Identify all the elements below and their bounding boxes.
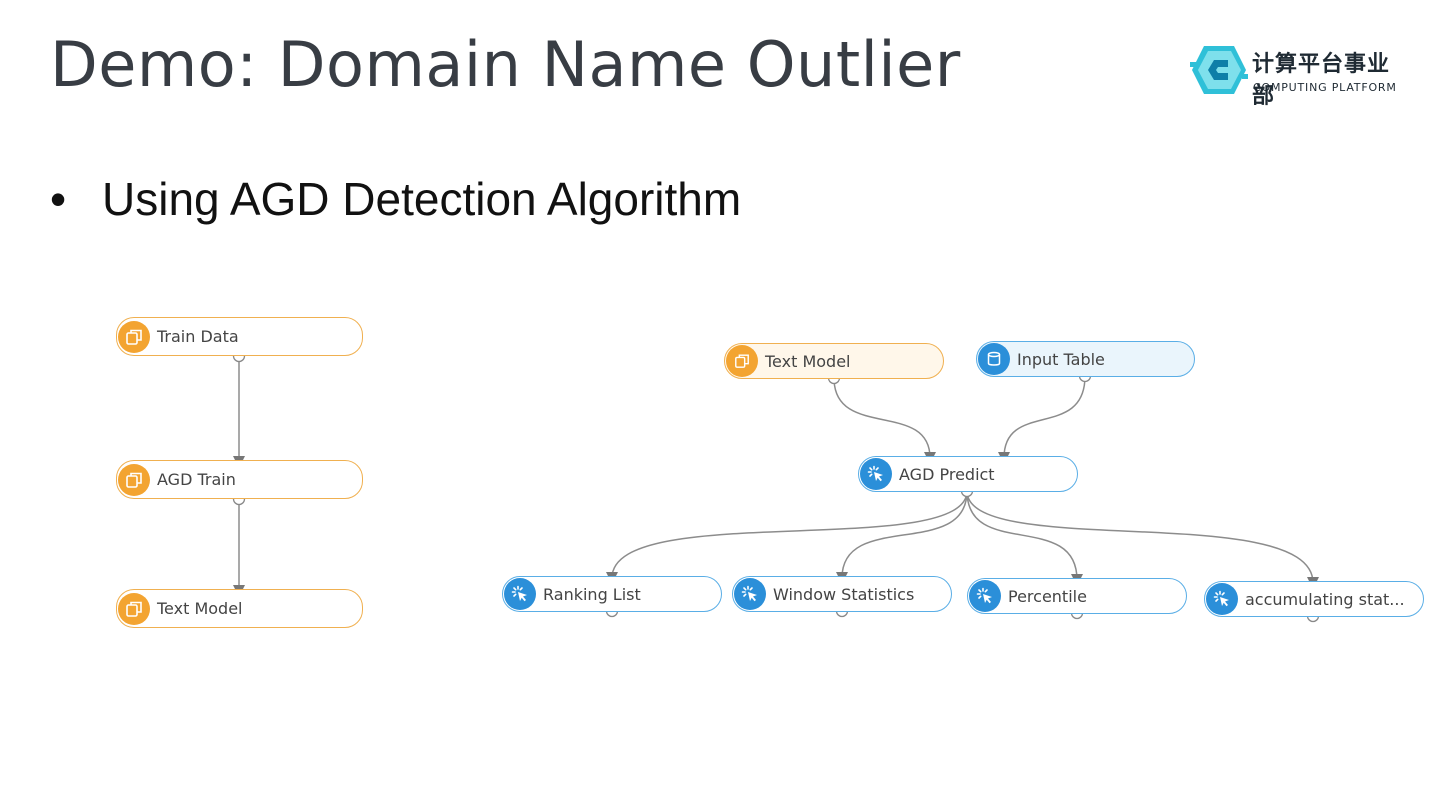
edge-agd-predict-to-window-statistics (836, 490, 968, 584)
logo-c-icon (1190, 46, 1248, 94)
node-input-table[interactable]: Input Table (976, 341, 1195, 377)
company-logo: 计算平台事业部 COMPUTING PLATFORM (1190, 42, 1405, 109)
algorithm-icon (504, 578, 536, 610)
node-label: Percentile (1008, 586, 1087, 606)
node-label: Window Statistics (773, 584, 915, 604)
edge-text-model-to-agd-predict (833, 377, 936, 464)
dataset-icon (726, 345, 758, 377)
dataset-icon (118, 463, 150, 496)
node-label: Text Model (765, 351, 851, 371)
bullet-dot: • (50, 173, 67, 225)
algorithm-icon (969, 580, 1001, 612)
node-train-data[interactable]: Train Data (116, 317, 363, 356)
dataset-icon (118, 320, 150, 353)
node-label: AGD Train (157, 470, 236, 489)
node-label: Train Data (157, 327, 239, 346)
node-agd-predict[interactable]: AGD Predict (858, 456, 1078, 492)
edge-agd-predict-to-ranking-list (606, 490, 968, 584)
node-label: Input Table (1017, 349, 1105, 369)
algorithm-icon (734, 578, 766, 610)
node-label: Text Model (157, 599, 243, 618)
dataset-icon (118, 592, 150, 625)
bullet-point: • Using AGD Detection Algorithm (50, 172, 741, 226)
slide-title: Demo: Domain Name Outlier (50, 28, 961, 101)
node-agd-train[interactable]: AGD Train (116, 460, 363, 499)
node-ranking-list[interactable]: Ranking List (502, 576, 722, 612)
edge-input-table-to-agd-predict (998, 375, 1086, 464)
node-label: AGD Predict (899, 464, 995, 484)
node-accumulating-stat[interactable]: accumulating stat... (1204, 581, 1424, 617)
node-text-model[interactable]: Text Model (116, 589, 363, 628)
algorithm-icon (1206, 583, 1238, 615)
node-text-model-right[interactable]: Text Model (724, 343, 944, 379)
logo-chinese-text: 计算平台事业部 (1252, 52, 1391, 109)
database-icon (978, 343, 1010, 375)
node-label: accumulating stat... (1245, 589, 1405, 609)
bullet-text: Using AGD Detection Algorithm (102, 173, 742, 225)
edge-agd-predict-to-percentile (966, 490, 1083, 586)
edge-agd-predict-to-accumulating (966, 490, 1319, 589)
node-window-statistics[interactable]: Window Statistics (732, 576, 952, 612)
algorithm-icon (860, 458, 892, 490)
node-label: Ranking List (543, 584, 641, 604)
logo-english-text: COMPUTING PLATFORM (1253, 81, 1397, 94)
node-percentile[interactable]: Percentile (967, 578, 1187, 614)
